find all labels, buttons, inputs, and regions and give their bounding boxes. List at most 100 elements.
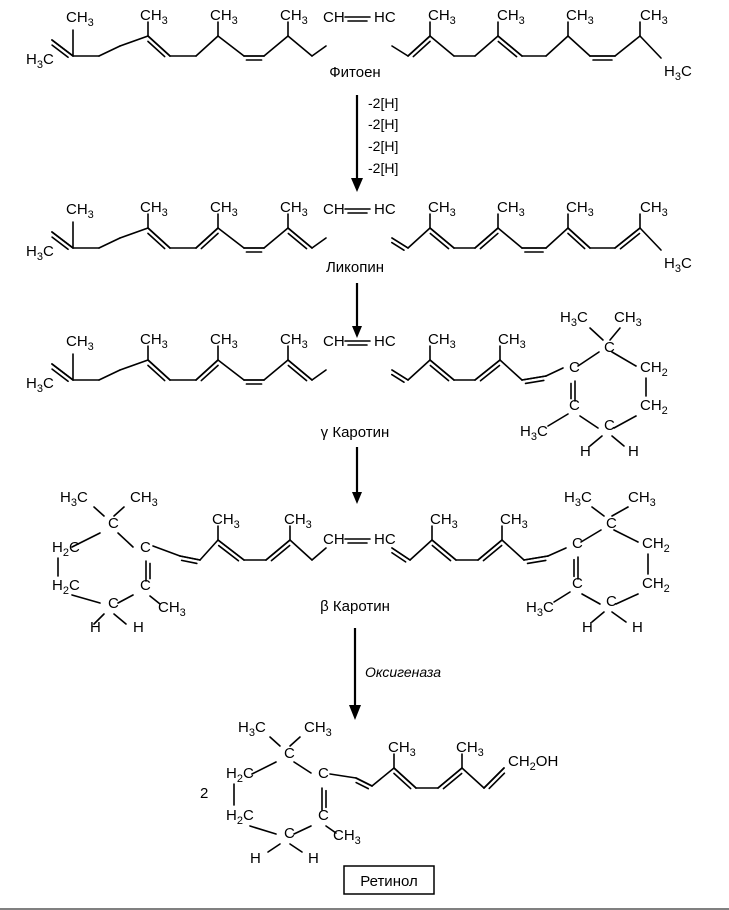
bond-line xyxy=(311,45,327,57)
bond-line xyxy=(431,544,452,562)
arrowhead-2 xyxy=(352,326,362,338)
bond-line xyxy=(147,232,166,250)
bond-line xyxy=(474,359,501,381)
bond-line xyxy=(147,40,166,58)
bond-line xyxy=(589,435,603,447)
bond-line xyxy=(619,232,641,250)
bond-line xyxy=(217,35,245,57)
bond-line xyxy=(119,35,149,47)
methyl-group: CH3 xyxy=(430,511,458,531)
bond-line xyxy=(289,843,303,853)
methyl-group: CH3 xyxy=(66,9,94,29)
carbon-atom: C xyxy=(140,539,151,556)
bond-line xyxy=(429,227,455,249)
methyl-group: CH3 xyxy=(498,331,526,351)
carbon-atom: C xyxy=(569,359,580,376)
bond-line xyxy=(195,359,219,381)
bond-line xyxy=(442,772,463,790)
methyl-group: CH3 xyxy=(140,199,168,219)
bond-line xyxy=(51,39,74,57)
bond-line xyxy=(329,773,357,779)
bond-line xyxy=(501,539,525,561)
bond-line xyxy=(483,767,505,789)
arrowhead-4 xyxy=(349,705,361,720)
bond-line xyxy=(615,593,639,605)
bond-line xyxy=(195,227,219,249)
bond-line xyxy=(263,227,289,249)
bond-line xyxy=(289,736,301,747)
bond-line xyxy=(269,736,281,747)
bond-line xyxy=(311,369,327,381)
hydrogen-atom: H xyxy=(250,850,261,867)
bond-line xyxy=(614,35,641,57)
bond-line xyxy=(93,506,105,517)
methyl-group: CH3 xyxy=(566,7,594,27)
bond-line xyxy=(147,359,171,381)
methyl-group: CH3 xyxy=(210,199,238,219)
bond-line xyxy=(579,415,599,429)
methyl-group: CH3 xyxy=(304,719,332,739)
methyl-group: H3C xyxy=(560,309,588,329)
methyl-group: H3C xyxy=(26,375,54,395)
arrowhead-1 xyxy=(351,178,363,192)
bond-line xyxy=(391,369,409,381)
methyl-group: H3C xyxy=(26,243,54,263)
stoichiometric-coefficient: 2 xyxy=(200,785,208,802)
bond-line xyxy=(287,35,313,57)
bond-line xyxy=(488,772,506,790)
methyl-group: CH3 xyxy=(280,7,308,27)
bond-line xyxy=(429,232,450,250)
methyl-group: CH3 xyxy=(456,739,484,759)
reagent-oxygenase: Оксигеназа xyxy=(365,664,441,680)
bond-line xyxy=(497,227,523,249)
bond-line xyxy=(437,767,463,789)
bond-line xyxy=(287,364,308,382)
bond-line xyxy=(545,367,564,377)
bond-line xyxy=(180,559,198,565)
bond-line xyxy=(51,236,69,251)
bond-line xyxy=(51,363,74,381)
methyl-group: H3C xyxy=(60,489,88,509)
bond-line xyxy=(263,35,289,57)
bond-line xyxy=(611,435,625,447)
bond-line xyxy=(267,843,281,853)
bond-line xyxy=(479,364,501,382)
bond-line xyxy=(639,227,662,251)
methyl-group: CH3 xyxy=(210,7,238,27)
bond-line xyxy=(249,825,277,835)
bond-line xyxy=(526,559,547,565)
bond-line xyxy=(311,547,327,561)
carbon-atom: C xyxy=(108,595,119,612)
methylene-group: CH2 xyxy=(640,397,668,417)
carbon-atom: C xyxy=(572,535,583,552)
bond-line xyxy=(117,532,134,548)
bond-line xyxy=(287,359,313,381)
bond-line xyxy=(567,227,591,249)
carbon-atom: C xyxy=(569,397,580,414)
bond-line xyxy=(51,368,69,383)
bond-line xyxy=(371,767,395,787)
carbon-atom: C xyxy=(108,515,119,532)
methylene-group: CH2 xyxy=(640,359,668,379)
bond-line xyxy=(98,237,121,249)
bond-line xyxy=(113,613,127,625)
bond-line xyxy=(609,327,621,341)
bond-line xyxy=(263,359,289,381)
bond-line xyxy=(147,227,171,249)
arrowhead-3 xyxy=(352,492,362,504)
methyl-group: CH3 xyxy=(212,511,240,531)
bond-line xyxy=(391,547,411,561)
hydrogen-atom: H xyxy=(133,619,144,636)
label-lycopene: Ликопин xyxy=(326,259,384,276)
bond-line xyxy=(393,767,417,789)
methyl-group: CH3 xyxy=(280,199,308,219)
label-beta-carotene: β Каротин xyxy=(320,598,390,615)
bond-line xyxy=(199,539,219,561)
ch-group: CH xyxy=(323,531,345,548)
bond-line xyxy=(251,761,277,775)
methyl-group: CH3 xyxy=(280,331,308,351)
methyl-group: CH3 xyxy=(497,7,525,27)
carbon-atom: C xyxy=(140,577,151,594)
bond-line xyxy=(93,613,105,625)
reagent-2h-3: -2[H] xyxy=(368,138,398,154)
